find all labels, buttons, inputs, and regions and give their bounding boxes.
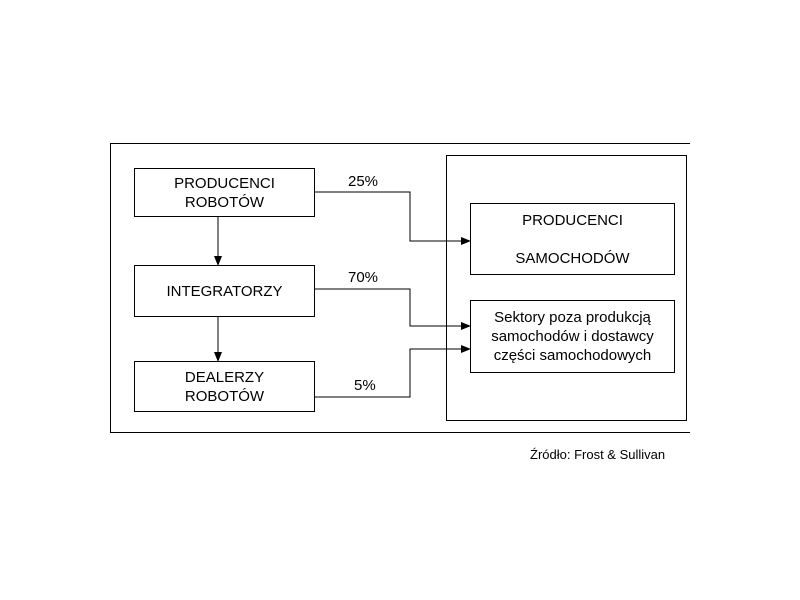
arrow-integrators-to-other-sectors — [315, 288, 471, 330]
arrow-producers-to-car-producers — [315, 191, 471, 245]
source-note: Źródło: Frost & Sullivan — [530, 447, 666, 462]
diagram-outer-frame — [110, 143, 690, 433]
edge-label-5: 5% — [354, 377, 376, 394]
node-robot-dealers: DEALERZY ROBOTÓW — [134, 361, 315, 412]
edge-label-70: 70% — [348, 269, 379, 286]
recipients-frame — [446, 155, 687, 421]
node-car-producers: PRODUCENCI SAMOCHODÓW — [470, 203, 675, 275]
node-robot-producers: PRODUCENCI ROBOTÓW — [134, 168, 315, 217]
node-integrators: INTEGRATORZY — [134, 265, 315, 317]
node-other-sectors: Sektory poza produkcją samochodów i dost… — [470, 300, 675, 373]
arrow-dealers-to-other-sectors — [315, 345, 471, 398]
edge-label-25: 25% — [348, 173, 379, 190]
